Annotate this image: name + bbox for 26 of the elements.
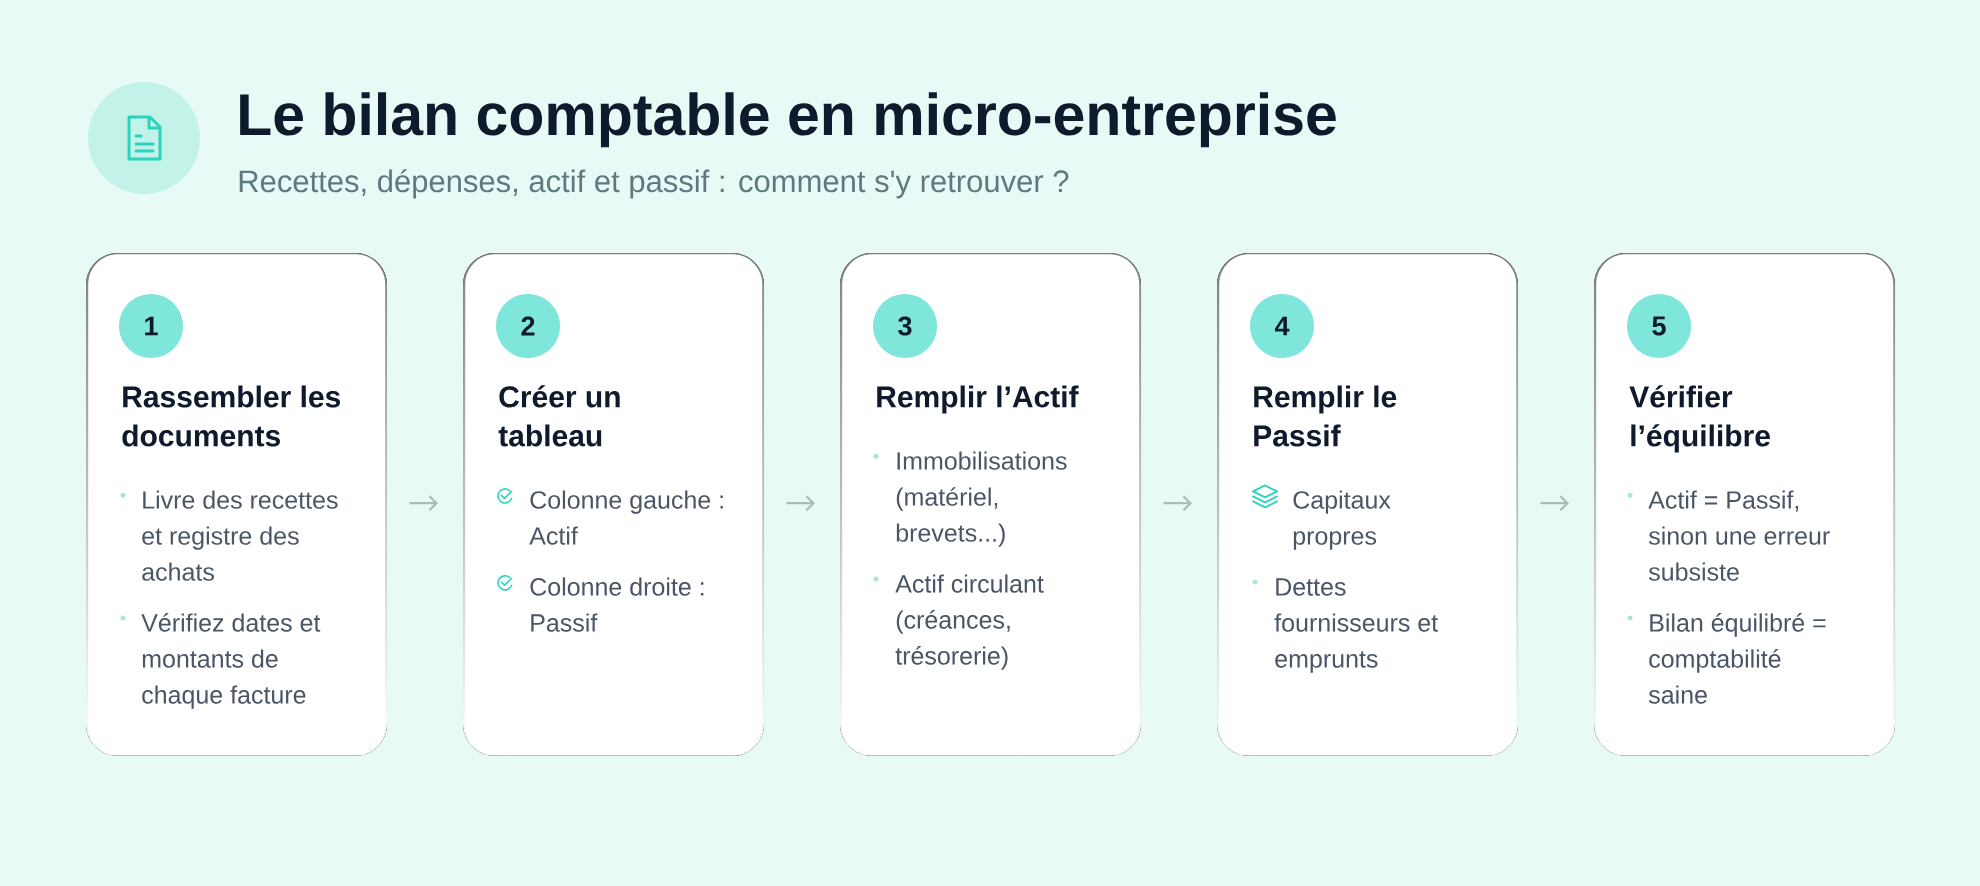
- title: Le bilan comptable en micro-entreprise: [240, 92, 1336, 148]
- bullet-text: Colonne gauche : Actif: [529, 490, 723, 545]
- bullet-text: Capitaux propres: [1293, 490, 1391, 550]
- bullet-text: Colonne droite : Passif: [530, 577, 704, 632]
- number-badge: 1: [119, 294, 183, 358]
- bullet-text: Dettes fournisseurs et emprunts: [1274, 578, 1438, 673]
- bullet-text: Actif circulant (créances, trésorerie): [895, 574, 1044, 670]
- arrow: [1540, 495, 1570, 511]
- bullet-text: Vérifiez dates et montants de chaque facture: [141, 613, 321, 709]
- step-heading: Rassembler les documents: [122, 385, 341, 447]
- arrow: [1163, 495, 1192, 511]
- arrow: [786, 495, 815, 511]
- number-badge: 5: [1627, 294, 1691, 358]
- step-heading: Remplir l’Actif: [877, 385, 1079, 414]
- bullet-text: Livre des recettes et registre des achats: [142, 490, 338, 581]
- number-badge: 2: [496, 294, 560, 358]
- step-heading: Créer un tableau: [498, 385, 620, 447]
- step-heading: Vérifier l’équilibre: [1629, 385, 1770, 453]
- bullet-text: Immobilisations (matériel, brevets...): [896, 451, 1067, 547]
- number-badge: 4: [1250, 294, 1314, 358]
- number-badge: 3: [873, 294, 937, 358]
- step-heading: Remplir le Passif: [1254, 385, 1397, 447]
- bullet-text: Actif = Passif, sinon une erreur subsiste: [1648, 490, 1830, 581]
- subtitle: Recettes, dépenses, actif et passif : comment s'y retrouver ?: [239, 169, 1069, 199]
- bullet-text: Bilan équilibré = comptabilité saine: [1648, 613, 1826, 704]
- arrow: [409, 495, 438, 511]
